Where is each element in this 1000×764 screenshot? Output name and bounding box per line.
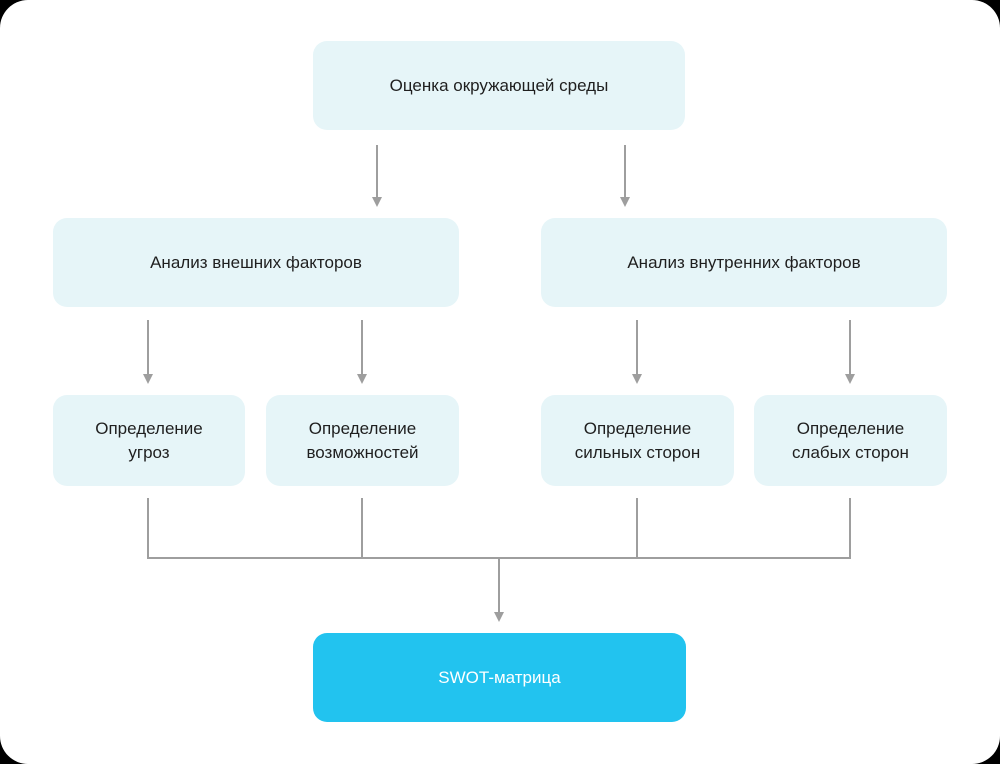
- node-strengths: Определение сильных сторон: [541, 395, 734, 486]
- node-environment-assessment: Оценка окружающей среды: [313, 41, 685, 130]
- node-opportunities: Определение возможностей: [266, 395, 459, 486]
- node-threats: Определение угроз: [53, 395, 245, 486]
- node-external-analysis: Анализ внешних факторов: [53, 218, 459, 307]
- node-threats-label: Определение угроз: [95, 418, 203, 462]
- node-swot-matrix-label: SWOT-матрица: [438, 667, 561, 687]
- node-environment-assessment-label: Оценка окружающей среды: [389, 75, 609, 95]
- node-opportunities-label: Определение возможностей: [306, 418, 419, 462]
- node-internal-analysis-label: Анализ внутренних факторов: [627, 252, 861, 272]
- node-weaknesses: Определение слабых сторон: [754, 395, 947, 486]
- node-strengths-label: Определение сильных сторон: [574, 418, 701, 462]
- node-weaknesses-label: Определение слабых сторон: [792, 418, 909, 462]
- node-internal-analysis: Анализ внутренних факторов: [541, 218, 947, 307]
- node-external-analysis-label: Анализ внешних факторов: [150, 252, 362, 272]
- node-swot-matrix: SWOT-матрица: [313, 633, 686, 722]
